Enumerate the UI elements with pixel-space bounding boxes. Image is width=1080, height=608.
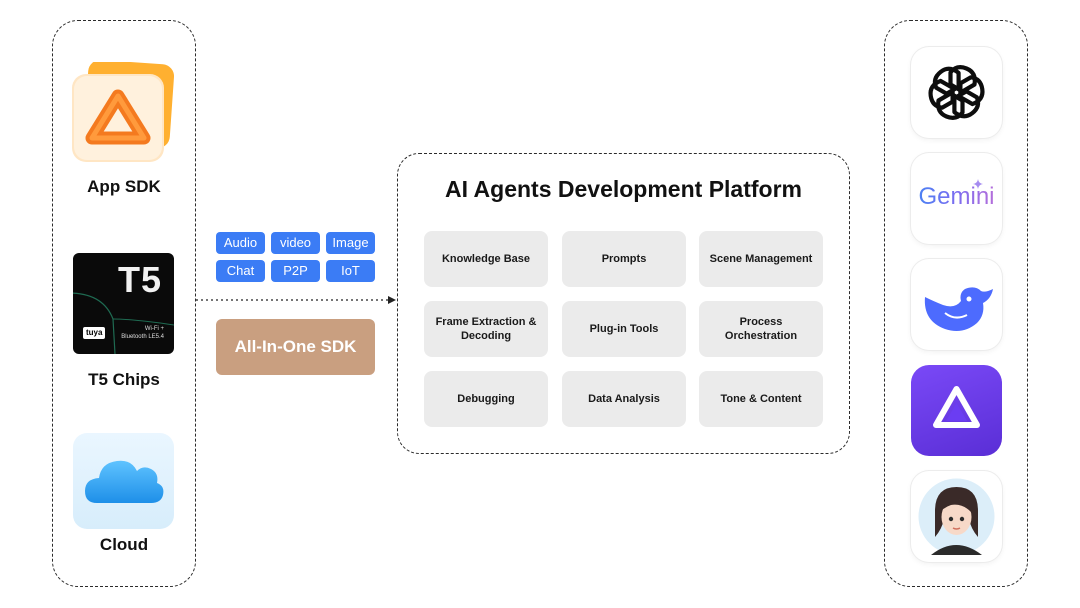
platform-panel xyxy=(397,153,850,454)
module-scene-management: Scene Management xyxy=(699,231,823,287)
module-plugin-tools: Plug-in Tools xyxy=(562,301,686,357)
tag-iot: IoT xyxy=(326,260,375,282)
module-frame-extraction: Frame Extraction & Decoding xyxy=(424,301,548,357)
chatgpt-logo-box xyxy=(911,47,1002,138)
chip-spec-line2: Bluetooth LE5.4 xyxy=(121,334,164,340)
deepseek-whale-icon xyxy=(924,287,993,331)
chip-spec-line1: Wi-Fi + xyxy=(144,326,164,332)
cloud-label: Cloud xyxy=(99,535,149,554)
gemini-logo-box: Gemini xyxy=(911,153,1002,244)
module-knowledge-base: Knowledge Base xyxy=(424,231,548,287)
tag-p2p: P2P xyxy=(271,260,320,282)
module-process-orchestration: Process Orchestration xyxy=(699,301,823,357)
platform-title: AI Agents Development Platform xyxy=(445,176,802,202)
qwen-logo-box xyxy=(911,365,1002,456)
module-tone-content: Tone & Content xyxy=(699,371,823,427)
t5-chip-icon: T5 tuya Wi-Fi + Bluetooth LE5.4 xyxy=(73,253,174,354)
tuya-logo: tuya xyxy=(83,327,106,339)
tag-audio: Audio xyxy=(216,232,265,254)
ai-model-panel xyxy=(884,20,1028,587)
source-panel xyxy=(52,20,196,587)
cloud-app-icon xyxy=(73,433,174,529)
sparkle-icon xyxy=(973,179,983,189)
avatar-logo-box xyxy=(911,471,1002,562)
deepseek-logo-box xyxy=(911,259,1002,350)
openai-logo-icon xyxy=(911,47,1002,138)
app-sdk-label: App SDK xyxy=(87,177,161,196)
app-sdk-icon xyxy=(72,59,175,162)
ai-avatar-icon xyxy=(918,478,995,555)
flow-arrow xyxy=(196,296,396,304)
chip-model-text: T5 xyxy=(117,259,162,300)
qwen-logo-icon xyxy=(933,386,980,428)
all-in-one-sdk-button: All-In-One SDK xyxy=(216,319,375,375)
tag-image: Image xyxy=(326,232,375,254)
cloud-icon xyxy=(85,460,164,503)
t5-chips-label: T5 Chips xyxy=(88,370,160,389)
gemini-wordmark: Gemini xyxy=(911,183,1002,211)
tag-chat: Chat xyxy=(216,260,265,282)
module-data-analysis: Data Analysis xyxy=(562,371,686,427)
module-prompts: Prompts xyxy=(562,231,686,287)
tag-video: video xyxy=(271,232,320,254)
module-debugging: Debugging xyxy=(424,371,548,427)
